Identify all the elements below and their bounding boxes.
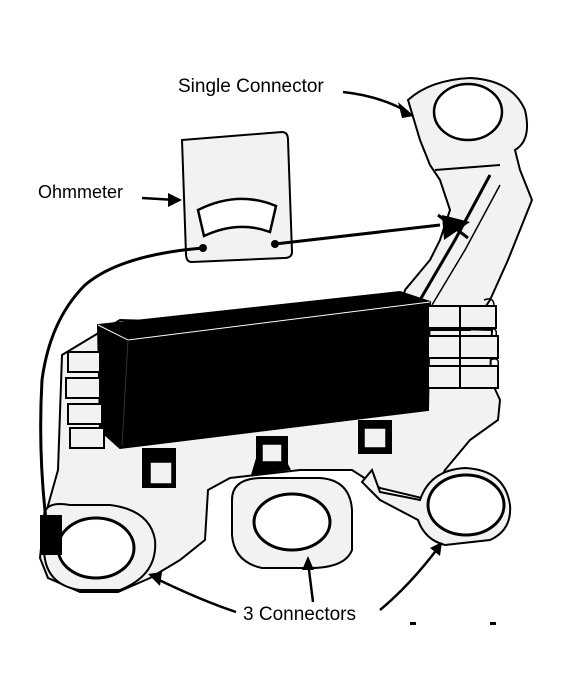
print-speckles xyxy=(410,622,496,625)
rectifier-body xyxy=(96,290,432,488)
diode-leads-right xyxy=(427,298,500,389)
connector-hole-right xyxy=(426,473,506,537)
test-leads xyxy=(39,223,441,521)
ohmmeter-label: Ohmmeter xyxy=(38,182,124,202)
three-connectors-label: 3 Connectors xyxy=(243,604,357,625)
single-connector-strap xyxy=(398,76,534,331)
single-connector-hole xyxy=(432,82,504,142)
connector-hole-center xyxy=(252,492,332,552)
connector-tab-left xyxy=(40,503,157,591)
connector-tab-right xyxy=(360,466,512,547)
connector-tab-center xyxy=(231,454,353,569)
single-connector-label: Single Connector xyxy=(178,76,324,97)
diode-leads-left xyxy=(65,351,105,449)
arrowheads xyxy=(148,102,442,586)
ohmmeter xyxy=(180,130,294,264)
ohmmeter-dial xyxy=(196,197,278,238)
connector-hole-left xyxy=(56,516,136,580)
